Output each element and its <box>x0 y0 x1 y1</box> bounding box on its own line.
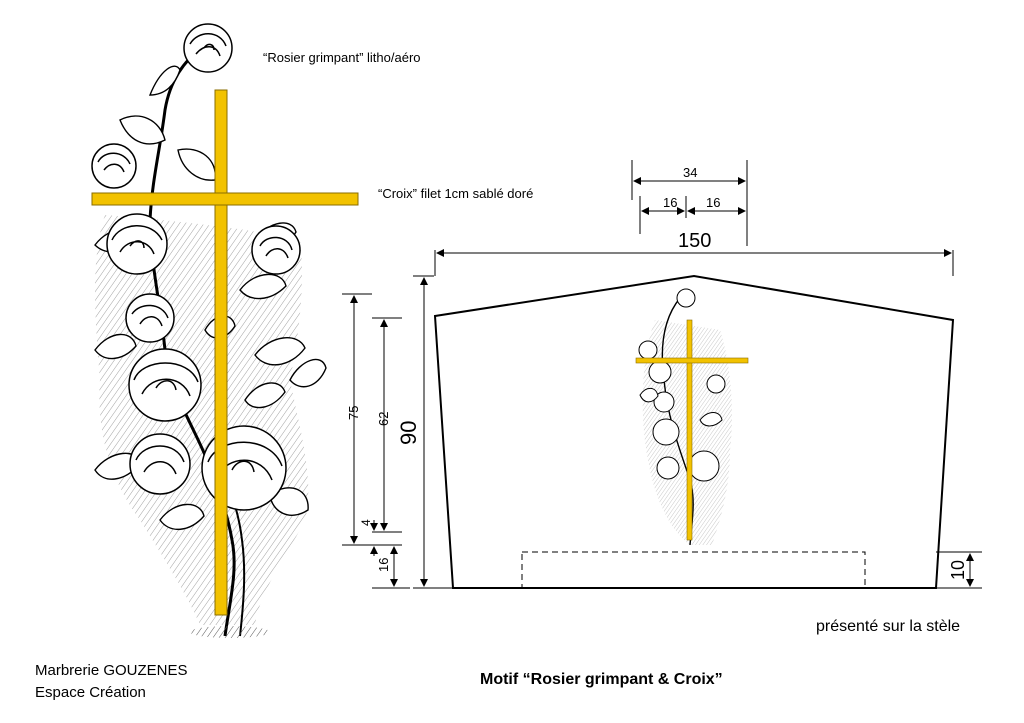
dim-4: 4 <box>359 519 373 526</box>
dim-16-vertical: 16 <box>376 558 391 572</box>
dim-16-left: 16 <box>663 195 677 210</box>
rose-left-upper <box>91 143 137 189</box>
dim-34: 34 <box>683 165 697 180</box>
vertical-dimensions <box>342 293 410 589</box>
stele-dimensions <box>413 275 982 589</box>
horizontal-dimensions <box>434 160 954 276</box>
dim-16-right: 16 <box>706 195 720 210</box>
rose-left-large <box>128 348 202 422</box>
motif-title: Motif “Rosier grimpant & Croix” <box>480 671 723 688</box>
dim-150: 150 <box>678 230 711 252</box>
croix-note: “Croix” filet 1cm sablé doré <box>378 186 533 201</box>
rose-left-cross <box>106 213 168 275</box>
gold-cross <box>91 89 359 616</box>
rose-left-mid <box>125 293 175 343</box>
stele <box>433 274 955 589</box>
dim-75: 75 <box>346 406 361 420</box>
rose-left-low <box>129 433 191 495</box>
rosier-note: “Rosier grimpant” litho/aéro <box>263 50 421 65</box>
rose-cross-artwork <box>91 23 359 638</box>
rose-right-bud <box>251 225 301 275</box>
rose-top <box>183 23 233 73</box>
presented-caption: présenté sur la stèle <box>816 618 960 635</box>
cross-upright <box>214 89 228 616</box>
cross-arm <box>91 192 359 206</box>
dim-62: 62 <box>376 412 391 426</box>
dim-90: 90 <box>396 421 421 445</box>
stele-motif <box>635 288 749 546</box>
base-zone-dashed <box>521 551 866 589</box>
company-subtitle: Espace Création <box>35 684 146 701</box>
company-name: Marbrerie GOUZENES <box>35 662 188 679</box>
stele-gold-cross <box>635 319 749 541</box>
dim-10: 10 <box>948 560 968 580</box>
